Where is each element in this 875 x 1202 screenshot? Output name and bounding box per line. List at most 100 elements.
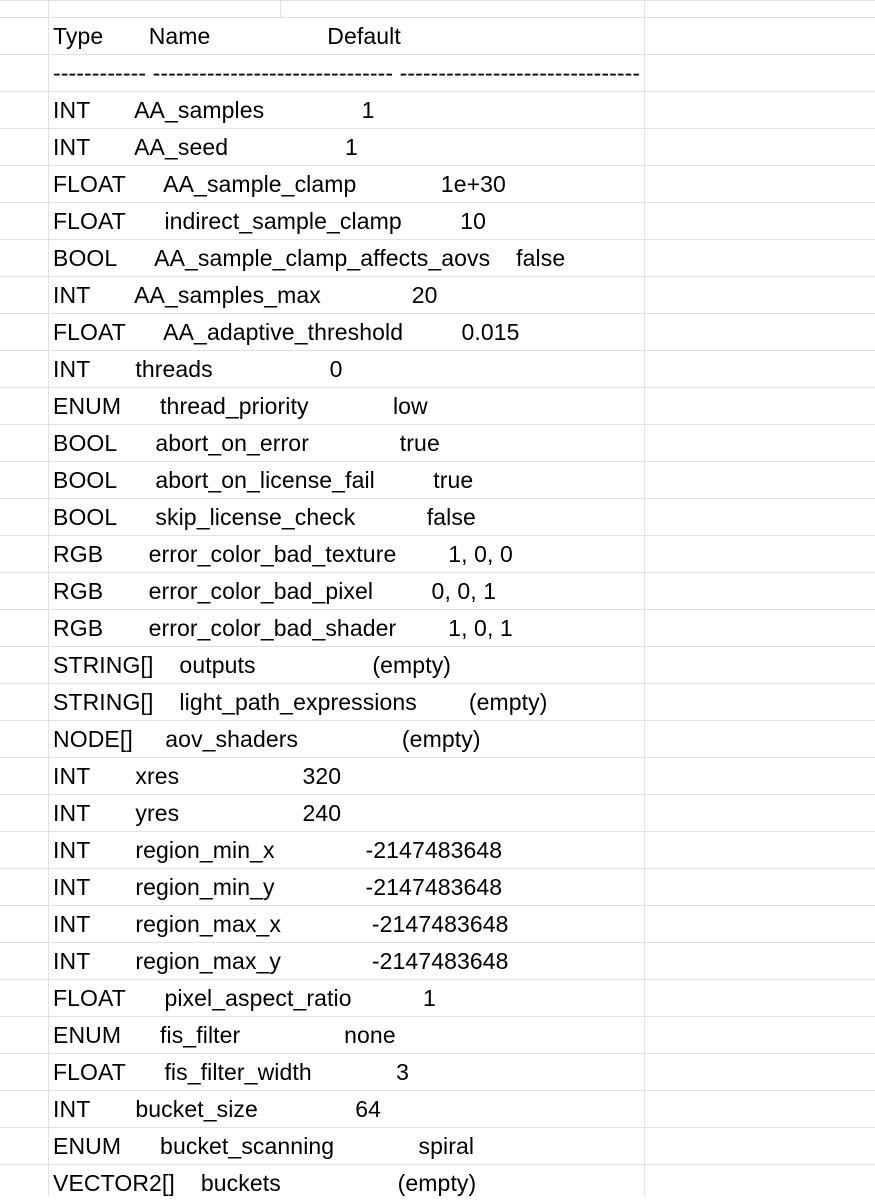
row-gridline — [0, 313, 875, 314]
cell-text[interactable]: INT bucket_size 64 — [53, 1096, 382, 1122]
cell-text[interactable]: INT AA_samples 1 — [53, 97, 375, 123]
row-gridline — [0, 979, 875, 980]
row-gridline — [0, 905, 875, 906]
row-gridline — [0, 350, 875, 351]
sheet-row[interactable]: Type Name Default — [0, 18, 875, 55]
sheet-row[interactable]: INT bucket_size 64 — [0, 1091, 875, 1128]
sheet-row[interactable]: INT AA_seed 1 — [0, 129, 875, 166]
cell-text[interactable]: FLOAT AA_adaptive_threshold 0.015 — [53, 319, 520, 345]
sheet-row[interactable]: BOOL abort_on_license_fail true — [0, 462, 875, 499]
sheet-row[interactable]: NODE[] aov_shaders (empty) — [0, 721, 875, 758]
sheet-row[interactable]: FLOAT fis_filter_width 3 — [0, 1054, 875, 1091]
sheet-row[interactable]: ENUM fis_filter none — [0, 1017, 875, 1054]
row-gridline — [0, 387, 875, 388]
cell-text[interactable]: INT region_max_y -2147483648 — [53, 948, 509, 974]
cell-text[interactable]: ENUM bucket_scanning spiral — [53, 1133, 475, 1159]
row-gridline — [0, 498, 875, 499]
cell-text[interactable]: Type Name Default — [53, 23, 401, 49]
sheet-row[interactable]: STRING[] light_path_expressions (empty) — [0, 684, 875, 721]
cell-text[interactable]: INT xres 320 — [53, 763, 342, 789]
sheet-row[interactable]: ------------ ---------------------------… — [0, 55, 875, 92]
row-gridline — [0, 1053, 875, 1054]
row-gridline — [0, 535, 875, 536]
row-gridline — [0, 757, 875, 758]
sheet-row[interactable]: INT threads 0 — [0, 351, 875, 388]
cell-text[interactable]: ENUM thread_priority low — [53, 393, 428, 419]
sheet-row[interactable]: ENUM thread_priority low — [0, 388, 875, 425]
sheet-row[interactable]: INT region_min_y -2147483648 — [0, 869, 875, 906]
cell-text[interactable]: STRING[] light_path_expressions (empty) — [53, 689, 548, 715]
row-gridline — [0, 646, 875, 647]
sheet-row[interactable]: INT region_max_y -2147483648 — [0, 943, 875, 980]
sheet-row[interactable]: FLOAT pixel_aspect_ratio 1 — [0, 980, 875, 1017]
column-divider-right — [644, 0, 645, 1196]
sheet-row[interactable]: BOOL AA_sample_clamp_affects_aovs false — [0, 240, 875, 277]
sheet-row[interactable]: INT region_max_x -2147483648 — [0, 906, 875, 943]
sheet-row[interactable]: FLOAT AA_adaptive_threshold 0.015 — [0, 314, 875, 351]
column-divider-top — [280, 0, 281, 17]
sheet-row[interactable]: ENUM bucket_scanning spiral — [0, 1128, 875, 1165]
cell-text[interactable]: INT region_max_x -2147483648 — [53, 911, 509, 937]
cell-text[interactable]: INT AA_samples_max 20 — [53, 282, 438, 308]
sheet-row[interactable]: INT AA_samples 1 — [0, 92, 875, 129]
cell-text[interactable]: FLOAT indirect_sample_clamp 10 — [53, 208, 486, 234]
row-gridline — [0, 1164, 875, 1165]
sheet-row[interactable]: STRING[] outputs (empty) — [0, 647, 875, 684]
cell-text[interactable]: BOOL abort_on_error true — [53, 430, 440, 456]
sheet-row[interactable]: RGB error_color_bad_shader 1, 0, 1 — [0, 610, 875, 647]
row-gridline — [0, 165, 875, 166]
cell-text[interactable]: BOOL skip_license_check false — [53, 504, 476, 530]
sheet-row[interactable]: FLOAT indirect_sample_clamp 10 — [0, 203, 875, 240]
row-gridline — [0, 461, 875, 462]
row-gridline — [0, 239, 875, 240]
row-gridline — [0, 942, 875, 943]
cell-text[interactable]: FLOAT fis_filter_width 3 — [53, 1059, 410, 1085]
cell-text[interactable]: STRING[] outputs (empty) — [53, 652, 452, 678]
row-gridline — [0, 1127, 875, 1128]
sheet-row[interactable]: INT xres 320 — [0, 758, 875, 795]
cell-text[interactable]: BOOL AA_sample_clamp_affects_aovs false — [53, 245, 566, 271]
sheet-row[interactable]: INT yres 240 — [0, 795, 875, 832]
sheet-row[interactable]: RGB error_color_bad_pixel 0, 0, 1 — [0, 573, 875, 610]
row-gridline — [0, 683, 875, 684]
row-gridline — [0, 609, 875, 610]
cell-text[interactable]: INT region_min_y -2147483648 — [53, 874, 503, 900]
cell-text[interactable]: RGB error_color_bad_pixel 0, 0, 1 — [53, 578, 497, 604]
cell-text[interactable]: INT yres 240 — [53, 800, 342, 826]
row-gridline — [0, 17, 875, 18]
cell-text[interactable]: INT threads 0 — [53, 356, 343, 382]
row-gridline — [0, 572, 875, 573]
row-gridline — [0, 1090, 875, 1091]
cell-text[interactable]: ------------ ---------------------------… — [53, 60, 641, 86]
cell-text[interactable]: RGB error_color_bad_shader 1, 0, 1 — [53, 615, 513, 641]
row-gridline — [0, 276, 875, 277]
row-gridline — [0, 0, 875, 1]
sheet-row[interactable]: BOOL abort_on_error true — [0, 425, 875, 462]
cell-text[interactable]: FLOAT pixel_aspect_ratio 1 — [53, 985, 436, 1011]
row-gridline — [0, 54, 875, 55]
cell-text[interactable]: ENUM fis_filter none — [53, 1022, 396, 1048]
row-gridline — [0, 91, 875, 92]
row-gridline — [0, 720, 875, 721]
row-gridline — [0, 202, 875, 203]
cell-text[interactable]: INT AA_seed 1 — [53, 134, 358, 160]
cell-text[interactable]: RGB error_color_bad_texture 1, 0, 0 — [53, 541, 513, 567]
column-divider-left — [48, 0, 49, 1196]
sheet-row[interactable]: RGB error_color_bad_texture 1, 0, 0 — [0, 536, 875, 573]
cell-text[interactable]: NODE[] aov_shaders (empty) — [53, 726, 481, 752]
cell-text[interactable]: FLOAT AA_sample_clamp 1e+30 — [53, 171, 506, 197]
sheet-row[interactable]: FLOAT AA_sample_clamp 1e+30 — [0, 166, 875, 203]
sheet-row[interactable]: VECTOR2[] buckets (empty) — [0, 1165, 875, 1202]
sheet-row[interactable]: INT AA_samples_max 20 — [0, 277, 875, 314]
row-gridline — [0, 1016, 875, 1017]
cell-text[interactable]: VECTOR2[] buckets (empty) — [53, 1170, 477, 1196]
row-gridline — [0, 128, 875, 129]
row-gridline — [0, 831, 875, 832]
row-gridline — [0, 794, 875, 795]
cell-text[interactable]: INT region_min_x -2147483648 — [53, 837, 503, 863]
sheet-row[interactable]: INT region_min_x -2147483648 — [0, 832, 875, 869]
row-gridline — [0, 424, 875, 425]
sheet-row[interactable]: BOOL skip_license_check false — [0, 499, 875, 536]
cell-text[interactable]: BOOL abort_on_license_fail true — [53, 467, 474, 493]
